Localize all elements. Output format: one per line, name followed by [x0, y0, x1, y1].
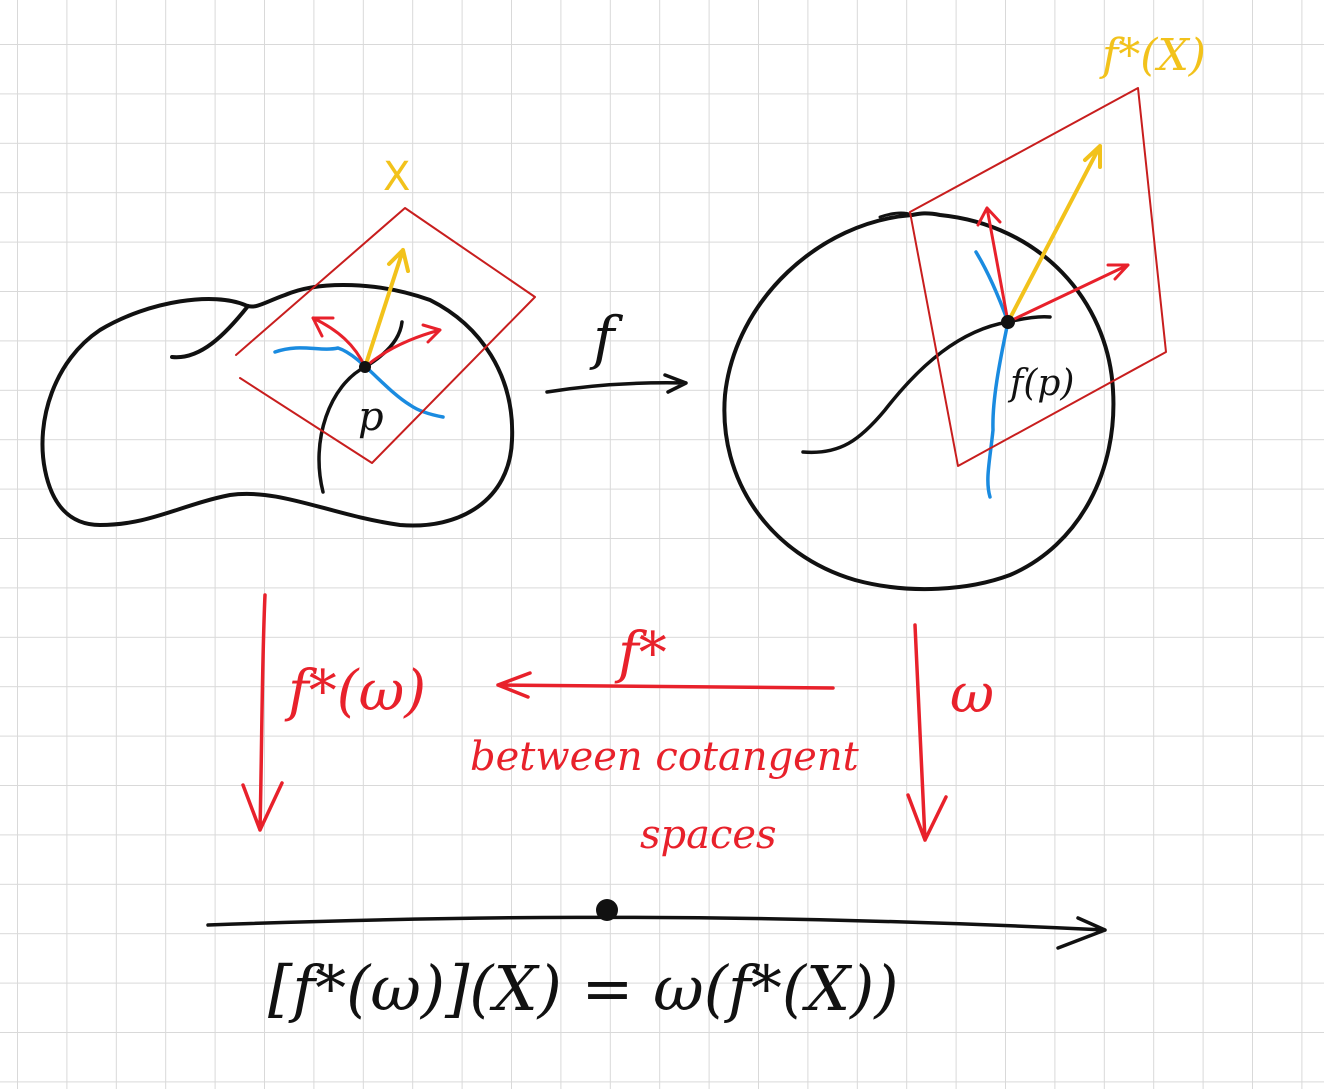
point-p-dot [359, 361, 371, 373]
right-manifold: f*(X) f(p) [722, 30, 1206, 592]
right-black-curve [801, 315, 1052, 455]
label-omega: ω [950, 662, 994, 725]
left-red-vector-a [311, 316, 367, 369]
pullback-down-arrow [241, 593, 284, 832]
map-f-arrow [545, 373, 688, 394]
omega-down-arrow [906, 623, 948, 842]
cotangent-maps: f*(ω) f* ω between cotangent spaces [241, 593, 994, 858]
left-manifold: X p [40, 154, 536, 528]
left-yellow-vector-X [363, 248, 410, 369]
left-manifold-fold [170, 304, 250, 360]
point-fp-dot [1001, 315, 1015, 329]
right-yellow-vector-fX [1006, 144, 1102, 324]
left-manifold-outline [40, 282, 515, 528]
real-line-point [596, 899, 618, 921]
formula: [f*(ω)](X) = ω(f*(X)) [268, 952, 899, 1025]
right-manifold-outline [722, 211, 1116, 592]
label-pushforward-X: f*(X) [1099, 30, 1206, 81]
right-red-vector-b [1006, 263, 1130, 324]
left-tangent-plane [235, 207, 536, 464]
right-tangent-plane [909, 87, 1167, 467]
pullback-map-arrow [496, 671, 835, 699]
left-red-vector-b [363, 323, 442, 369]
label-pullback-map: f* [614, 621, 667, 686]
note-line-1: between cotangent [470, 734, 860, 780]
label-X: X [383, 154, 410, 200]
right-blue-curve [974, 250, 1010, 499]
left-black-curve [317, 320, 404, 494]
label-fp: f(p) [1007, 363, 1074, 404]
right-red-vector-a [976, 206, 1010, 324]
label-pullback-omega: f*(ω) [284, 659, 426, 724]
label-p: p [358, 394, 384, 440]
note-line-2: spaces [640, 812, 777, 858]
real-line-axis [206, 915, 1107, 950]
real-line [206, 899, 1107, 950]
